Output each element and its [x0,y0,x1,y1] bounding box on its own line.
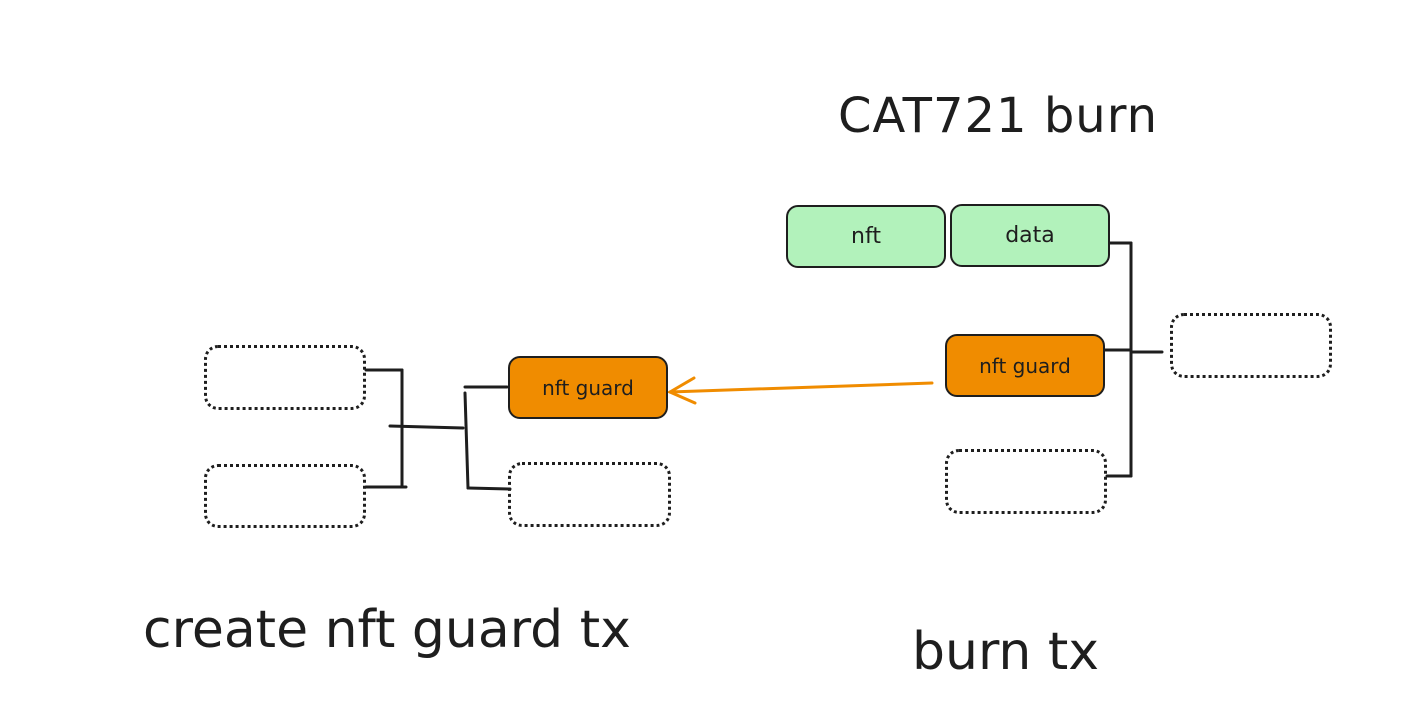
nft-input-box: nft [786,205,946,268]
burn-input-placeholder [945,449,1107,514]
burn-output-placeholder [1170,313,1332,378]
create-input-placeholder-2 [204,464,366,528]
diagram-title: CAT721 burn [838,88,1159,144]
burn-tx-label: burn tx [912,622,1100,682]
guard-arrow [666,376,934,405]
data-input-box: data [950,204,1110,267]
data-label: data [1005,223,1055,248]
create-bracket-outputs [463,391,470,490]
create-output-placeholder [508,462,671,527]
nft-guard-label: nft guard [542,375,634,400]
create-tx-label: create nft guard tx [143,600,631,660]
create-input-placeholder-1 [204,345,366,410]
create-bracket-link [388,424,465,430]
nft-label: nft [851,224,881,249]
nft-guard-label: nft guard [979,353,1071,378]
create-nft-guard-box: nft guard [508,356,668,419]
burn-nft-guard-box: nft guard [945,334,1105,397]
